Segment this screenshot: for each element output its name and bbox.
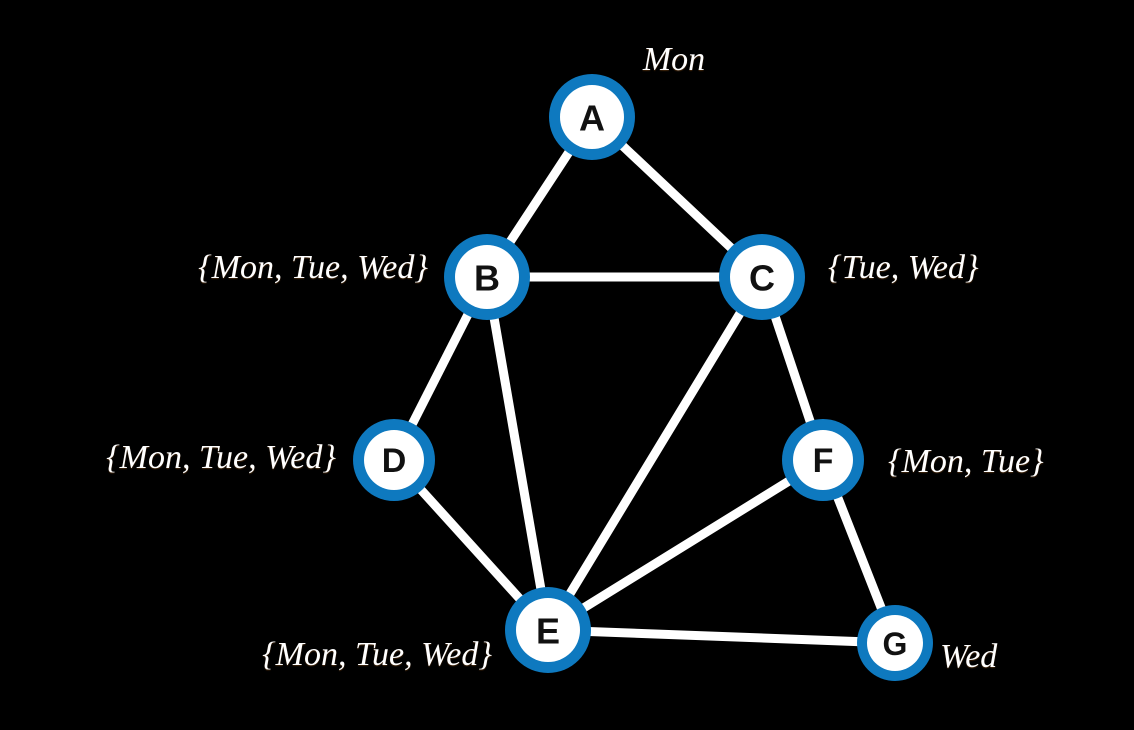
node-e-disc [516,598,580,662]
nodes-layer: A B C D E F G [353,74,933,681]
node-c[interactable]: C [719,234,805,320]
node-d-letter: D [382,442,407,480]
node-e[interactable]: E [505,587,591,673]
node-b-letter: B [474,258,500,299]
node-a[interactable]: A [549,74,635,160]
domain-label-c: {Tue, Wed} [828,249,979,286]
edges-layer [389,112,900,648]
edge-c-e [543,272,767,635]
edge-e-g [543,625,900,648]
node-f[interactable]: F [782,419,864,501]
edge-e-f [543,455,828,635]
node-d[interactable]: D [353,419,435,501]
domain-label-b: {Mon, Tue, Wed} [198,249,428,286]
node-d-disc [364,430,424,490]
domain-label-f: {Mon, Tue} [888,443,1044,480]
node-a-letter: A [579,98,605,139]
domain-label-e: {Mon, Tue, Wed} [262,636,492,673]
domain-label-d: {Mon, Tue, Wed} [106,439,336,476]
domain-label-a: Mon [642,41,706,78]
node-f-letter: F [813,442,834,480]
edge-b-e [482,272,553,635]
node-c-disc [730,245,794,309]
node-b-disc [455,245,519,309]
node-b[interactable]: B [444,234,530,320]
node-e-letter: E [536,611,560,652]
domain-label-g: Wed [940,638,998,675]
node-f-disc [793,430,853,490]
node-g-disc [867,615,923,671]
node-c-letter: C [749,258,775,299]
node-g-letter: G [883,626,908,662]
node-g[interactable]: G [857,605,933,681]
node-a-disc [560,85,624,149]
